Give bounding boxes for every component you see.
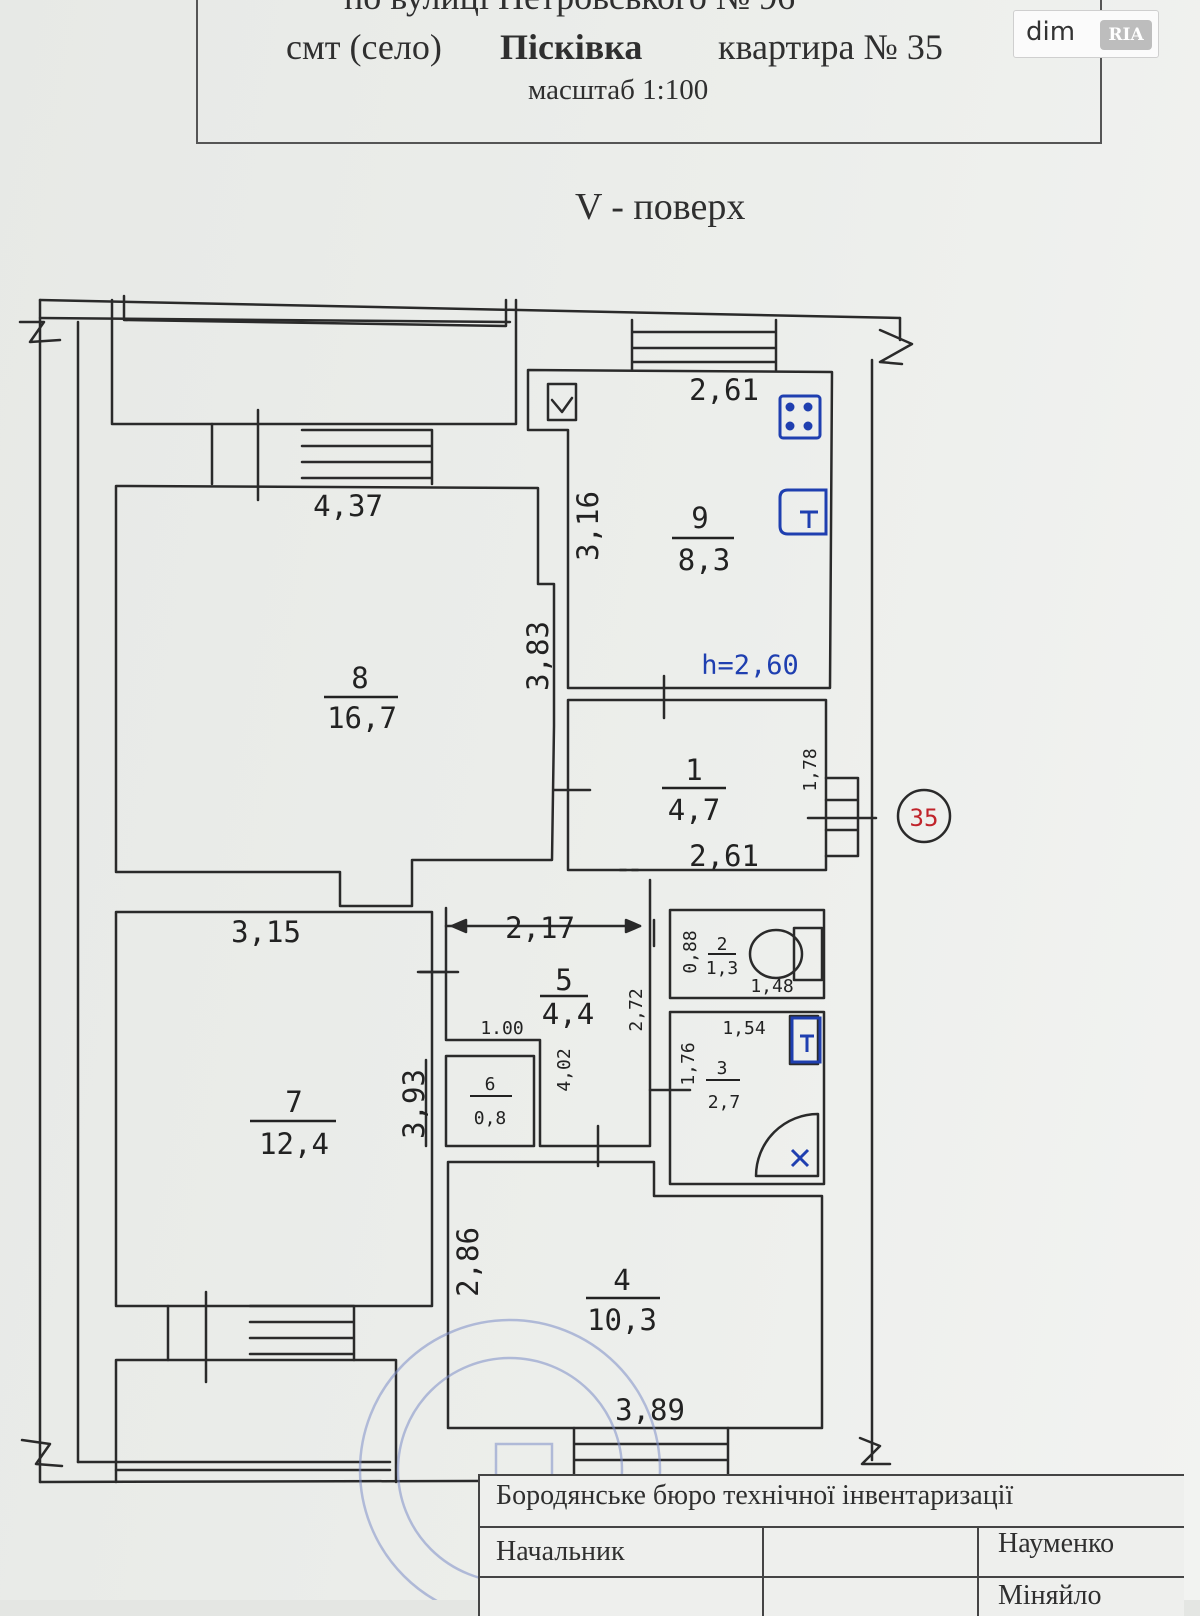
street-line: по вулиці Петровського № 96 bbox=[344, 0, 795, 18]
room-6-outline bbox=[444, 1054, 536, 1148]
drain-icon bbox=[790, 1148, 810, 1168]
dim-1-54: 1,54 bbox=[722, 1018, 765, 1039]
scale-label: масштаб 1:100 bbox=[528, 74, 709, 106]
room-7-number: 7 bbox=[285, 1085, 302, 1119]
room-9-outline bbox=[526, 368, 834, 690]
room-7-outline bbox=[114, 910, 434, 1308]
dim-4-02: 4,02 bbox=[554, 1048, 575, 1091]
outer-wall-top bbox=[38, 298, 902, 320]
room-1-outline bbox=[566, 698, 828, 872]
room-3-area: 2,7 bbox=[708, 1092, 741, 1113]
settlement-prefix: смт (село) bbox=[286, 27, 442, 67]
apartment-number: квартира № 35 bbox=[718, 27, 943, 67]
room-2-number: 2 bbox=[717, 934, 728, 955]
dim-2-86: 2,86 bbox=[451, 1227, 485, 1297]
room-7-area: 12,4 bbox=[259, 1127, 329, 1161]
dim-0-88: 0,88 bbox=[680, 930, 701, 973]
dim-2-17: 2,17 bbox=[505, 911, 575, 945]
room-2-area: 1,3 bbox=[706, 958, 739, 979]
room-3-outline bbox=[668, 1010, 826, 1186]
bti-stamp-block: Бородянське бюро технічної інвентаризаці… bbox=[478, 1474, 1184, 1616]
dim-2-61-mid: 2,61 bbox=[689, 839, 759, 873]
head-role: Начальник bbox=[496, 1536, 625, 1567]
stamp-divider bbox=[480, 1576, 1184, 1578]
room-4-area: 10,3 bbox=[587, 1303, 657, 1337]
signer-name-1: Науменко bbox=[998, 1528, 1115, 1559]
room-4-outline bbox=[446, 1160, 824, 1430]
room-4-number: 4 bbox=[613, 1263, 630, 1297]
dim-1-78: 1,78 bbox=[800, 748, 821, 791]
stamp-divider bbox=[480, 1526, 1184, 1528]
room-1-area: 4,7 bbox=[668, 793, 720, 827]
settlement-name: Пісківка bbox=[500, 27, 643, 67]
balcony-bottom bbox=[114, 1358, 398, 1484]
outer-wall-left bbox=[38, 298, 80, 1484]
dim-1-00: 1.00 bbox=[480, 1018, 523, 1039]
signer-name-2: Міняйло bbox=[998, 1580, 1102, 1611]
title-box: по вулиці Петровського № 96 смт (село) П… bbox=[196, 0, 1102, 144]
floor-title: V - поверх bbox=[575, 186, 746, 228]
room-3-number: 3 bbox=[717, 1058, 728, 1079]
dim-3-89: 3,89 bbox=[615, 1393, 685, 1427]
room-6-area: 0,8 bbox=[474, 1108, 507, 1129]
apartment-marker: 35 bbox=[910, 804, 939, 832]
dim-4-37: 4,37 bbox=[313, 489, 383, 523]
balcony-top bbox=[110, 298, 518, 426]
room-2-outline bbox=[668, 908, 826, 1000]
watermark-dim-text: dim bbox=[1026, 17, 1076, 47]
ceiling-height: h=2,60 bbox=[701, 650, 799, 681]
dim-2-72: 2,72 bbox=[626, 988, 647, 1031]
dim-2-61-top: 2,61 bbox=[689, 373, 759, 407]
dim-3-15: 3,15 bbox=[231, 915, 301, 949]
dim-3-93: 3,93 bbox=[397, 1069, 431, 1139]
stove-icon bbox=[778, 394, 822, 440]
room-1-number: 1 bbox=[685, 753, 702, 787]
watermark-ria-logo: RIA bbox=[1100, 20, 1152, 50]
dim-1-76: 1,76 bbox=[678, 1042, 699, 1085]
room-5-area: 4,4 bbox=[542, 997, 594, 1031]
water-heater-icon bbox=[790, 1016, 822, 1064]
apartment-marker-circle bbox=[896, 788, 952, 844]
dim-3-83: 3,83 bbox=[521, 621, 555, 691]
room-5-outline bbox=[444, 878, 652, 1148]
room-9-number: 9 bbox=[691, 501, 708, 535]
dimria-watermark: dim RIA bbox=[1013, 10, 1159, 58]
room-5-number: 5 bbox=[555, 963, 572, 997]
room-8-outline bbox=[114, 484, 556, 908]
dim-1-48: 1,48 bbox=[750, 976, 793, 997]
room-8-area: 16,7 bbox=[327, 701, 397, 735]
stamp-divider bbox=[762, 1526, 764, 1616]
room-6-number: 6 bbox=[485, 1074, 496, 1095]
dim-3-16: 3,16 bbox=[571, 491, 605, 561]
room-9-area: 8,3 bbox=[678, 543, 730, 577]
room-8-number: 8 bbox=[351, 661, 368, 695]
stamp-divider bbox=[977, 1526, 979, 1616]
boiler-icon bbox=[778, 488, 828, 536]
bti-title: Бородянське бюро технічної інвентаризаці… bbox=[496, 1480, 1014, 1511]
